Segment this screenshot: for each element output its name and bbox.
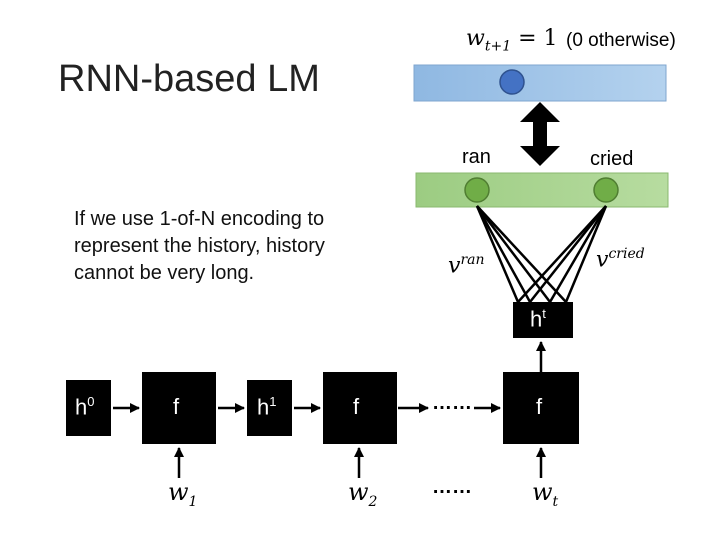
f1-label: f — [173, 394, 180, 419]
w1-label: w1 — [168, 478, 197, 510]
f1-box — [142, 372, 216, 444]
v-ran-superscript: ran — [460, 252, 485, 268]
f3-box — [503, 372, 579, 444]
ran-label: ran — [462, 146, 491, 168]
v-ran-symbol: v — [448, 253, 461, 279]
w2-w: w — [348, 478, 369, 506]
cried-node — [593, 177, 619, 203]
h0-h: h — [75, 394, 88, 420]
w-subscript: t+1 — [484, 38, 512, 55]
output-equation: wt+1 = 1 — [466, 26, 558, 54]
h0-label: h0 — [75, 394, 94, 420]
h1-h: h — [257, 394, 270, 420]
history-note: If we use 1-of-N encoding to represent t… — [74, 208, 325, 284]
cried-label: cried — [590, 148, 634, 170]
dots-bottom: …… — [432, 476, 472, 498]
h1-box — [247, 380, 292, 436]
otherwise-label: (0 otherwise) — [566, 30, 676, 51]
equals-one: = 1 — [518, 26, 558, 51]
ht-h: h — [530, 306, 543, 332]
dots-middle: …… — [432, 392, 472, 414]
double-arrow — [520, 102, 560, 166]
v-cried-label: vcried — [596, 246, 645, 272]
v-cried-symbol: v — [596, 247, 609, 273]
h1-label: h1 — [257, 394, 276, 420]
w-symbol: w — [466, 26, 485, 51]
ht-box — [513, 302, 573, 338]
connection-lines — [475, 205, 608, 303]
output-layer-bar — [413, 64, 667, 102]
ht-label: ht — [530, 306, 546, 332]
h0-sup: 0 — [87, 394, 95, 409]
wt-label: wt — [532, 478, 558, 510]
f2-label: f — [353, 394, 360, 419]
output-node — [499, 69, 525, 95]
v-ran-label: vran — [448, 252, 485, 278]
f2-box — [323, 372, 397, 444]
word-vector-bar — [415, 172, 669, 208]
wt-sub: t — [552, 493, 559, 510]
h1-sup: 1 — [269, 394, 277, 409]
w2-label: w2 — [348, 478, 377, 510]
wt-w: w — [532, 478, 553, 506]
v-cried-superscript: cried — [608, 246, 645, 262]
f3-label: f — [536, 394, 543, 419]
h0-box — [66, 380, 111, 436]
w2-sub: 2 — [368, 493, 378, 510]
w1-sub: 1 — [188, 493, 198, 510]
ran-node — [464, 177, 490, 203]
ht-sup: t — [542, 306, 546, 321]
w1-w: w — [168, 478, 189, 506]
slide-title: RNN-based LM — [58, 58, 320, 100]
